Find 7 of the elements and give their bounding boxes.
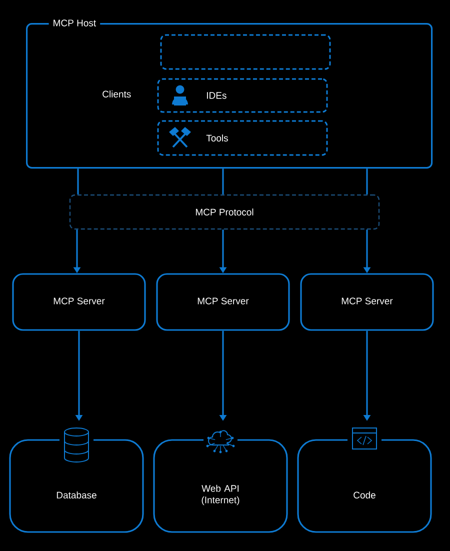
resource-box: Database bbox=[9, 439, 144, 533]
resource-box: Web API (Internet) bbox=[153, 439, 288, 533]
protocol-box: MCP Protocol bbox=[69, 194, 380, 230]
server-box: MCP Server bbox=[156, 273, 290, 331]
server-box: MCP Server bbox=[300, 273, 434, 331]
server-box: MCP Server bbox=[12, 273, 146, 331]
resource-box: Code bbox=[297, 439, 432, 533]
